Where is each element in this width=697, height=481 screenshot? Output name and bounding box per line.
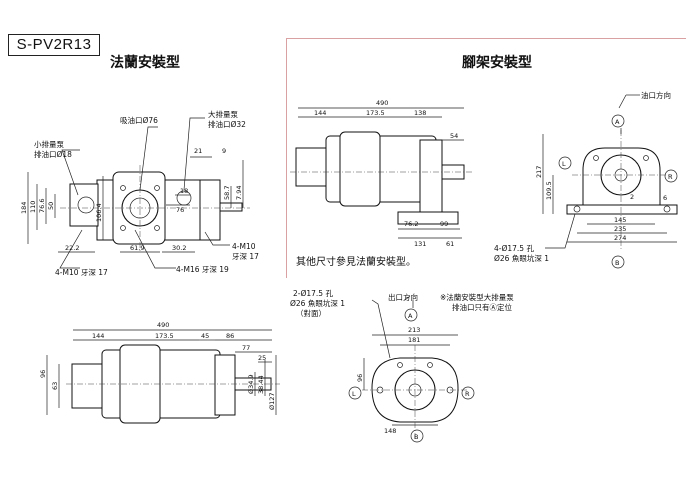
label-tap-mid: 4-M16 牙深 19 [176, 265, 229, 274]
foot-dim-6: 6 [663, 194, 667, 202]
side-dim-173-5: 173.5 [155, 332, 174, 340]
foot-note: 其他尺寸參見法蘭安裝型。 [296, 255, 416, 268]
label-tap-right-2: 牙深 17 [232, 252, 259, 261]
front-dim-181: 181 [408, 336, 420, 344]
front-hole-note-2: Ø26 魚眼坑深 1 [290, 298, 345, 308]
foot-hole-note-1: 4-Ø17.5 孔 [494, 244, 534, 253]
foot-dim-235: 235 [614, 225, 626, 233]
side-dim-77: 77 [242, 344, 250, 352]
side-dim-86: 86 [226, 332, 234, 340]
dim-22-2: 22.2 [65, 244, 79, 252]
front-hole-note-1: 2-Ø17.5 孔 [293, 289, 333, 298]
marker-l-bottom: L [352, 390, 356, 398]
front-port-direction: 出口方向 [388, 292, 418, 302]
marker-b-top: B [615, 259, 619, 267]
side-dim-490: 490 [157, 321, 169, 329]
foot-small-head [295, 147, 327, 187]
front-dim-213: 213 [408, 326, 420, 334]
side-dim-144: 144 [92, 332, 104, 340]
side-dim-38-44: 38.44 [257, 375, 265, 394]
label-outlet-large: 排油口Ø32 [208, 119, 246, 129]
front-note-2: 排油口只有Ⓐ定位 [452, 302, 512, 312]
marker-r-top: R [668, 173, 673, 181]
side-small-head [71, 363, 103, 409]
foot-front-base [566, 204, 678, 215]
foot-dim-54: 54 [450, 132, 458, 140]
foot-hole-note-2: Ø26 魚眼坑深 1 [494, 253, 549, 263]
foot-flange [419, 139, 443, 213]
foot-dim-99: 99 [440, 220, 448, 228]
foot-dim-131: 131 [414, 240, 426, 248]
front-note-1: ※法蘭安裝型大排量泵 [440, 292, 514, 302]
foot-front-view: 油口方向 217 109.5 145 235 274 2 6 4-Ø17.5 孔… [494, 90, 678, 269]
foot-dim-109-5: 109.5 [545, 181, 553, 200]
foot-dim-61: 61 [446, 240, 454, 248]
side-dim-45: 45 [201, 332, 209, 340]
dim-61-9: 61.9 [130, 244, 144, 252]
front-dim-148: 148 [384, 427, 396, 435]
flange-title: 法蘭安裝型 [110, 55, 180, 71]
marker-b-bottom: B [414, 433, 418, 441]
dim-9: 9 [222, 147, 226, 155]
foot-dim-145: 145 [614, 216, 626, 224]
dim-30-2: 30.2 [172, 244, 186, 252]
bottom-side-view: 490 144 173.5 45 86 77 25 96 63 Ø34.9 38… [39, 321, 280, 424]
marker-l-top: L [562, 160, 566, 168]
side-dim-63: 63 [51, 382, 59, 390]
foot-side-view: 490 144 173.5 138 54 76.2 99 131 61 [290, 99, 472, 248]
small-pump-head [69, 183, 99, 227]
dim-110: 110 [29, 201, 37, 213]
foot-bracket [397, 211, 459, 225]
mount-flange [199, 179, 221, 241]
label-tap-bottom: 4-M10 牙深 17 [55, 268, 108, 277]
label-outlet-small: 排油口Ø18 [34, 149, 72, 159]
divider-vertical [286, 38, 287, 278]
dim-76-6: 76.6 [38, 199, 46, 213]
foot-dim-173-5: 173.5 [366, 109, 385, 117]
label-inlet: 吸油口Ø76 [120, 115, 158, 125]
foot-dim-274: 274 [614, 234, 626, 242]
dim-76: 76 [176, 206, 184, 214]
side-dim-25: 25 [258, 354, 266, 362]
marker-r-bottom: R [465, 390, 470, 398]
outlet-port-small [77, 196, 95, 214]
foot-dim-138: 138 [414, 109, 426, 117]
foot-front-body [582, 147, 661, 214]
model-code: S-PV2R13 [8, 34, 100, 56]
side-flange [214, 354, 236, 416]
dim-106-4: 106.4 [95, 203, 103, 222]
marker-a-bottom: A [408, 312, 413, 320]
foot-dim-217: 217 [535, 166, 543, 178]
divider-horizontal [286, 38, 686, 39]
side-dim-127: Ø127 [268, 392, 276, 410]
label-small-pump: 小排量泵 [34, 139, 64, 149]
foot-port-direction: 油口方向 [641, 90, 671, 100]
flange-view: 吸油口Ø76 大排量泵 排油口Ø32 小排量泵 排油口Ø18 184 110 7… [20, 109, 259, 277]
foot-dim-2: 2 [630, 193, 634, 201]
dim-184: 184 [20, 202, 28, 214]
dim-50: 50 [47, 202, 55, 210]
label-tap-right-1: 4-M10 [232, 242, 256, 251]
foot-title: 腳架安裝型 [462, 55, 532, 71]
side-dim-96: 96 [39, 370, 47, 378]
foot-dim-490: 490 [376, 99, 388, 107]
dim-7-94: 7.94 [235, 186, 243, 200]
dim-21: 21 [194, 147, 202, 155]
foot-dim-144: 144 [314, 109, 326, 117]
foot-dim-76-2: 76.2 [404, 220, 418, 228]
dim-18: 18 [180, 187, 188, 195]
label-large-pump: 大排量泵 [208, 109, 238, 119]
front-hole-note-3: （對面） [296, 308, 326, 318]
marker-a-top: A [615, 118, 620, 126]
dim-58-7: 58.7 [223, 186, 231, 200]
bottom-front-view: 2-Ø17.5 孔 Ø26 魚眼坑深 1 （對面） 出口方向 ※法蘭安裝型大排量… [290, 289, 514, 443]
front-dim-96: 96 [356, 374, 364, 382]
side-dim-34-9: Ø34.9 [247, 374, 255, 394]
